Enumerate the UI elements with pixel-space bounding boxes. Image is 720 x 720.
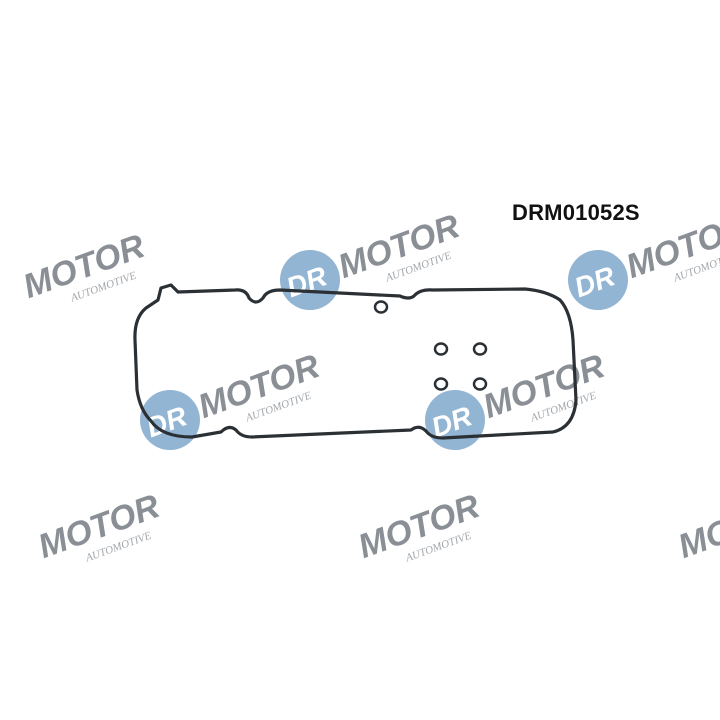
watermark-circle [568,250,628,310]
o-ring [433,342,449,356]
valve-cover-gasket [133,283,578,440]
watermark-circle [280,250,340,310]
o-ring [472,377,488,391]
watermark-motor: MOTOR [673,487,720,566]
product-code: DRM01052S [512,200,640,225]
o-rings [373,300,488,391]
o-ring [433,377,449,391]
watermark-circle [140,390,200,450]
o-ring [472,342,488,356]
o-ring [373,300,389,314]
